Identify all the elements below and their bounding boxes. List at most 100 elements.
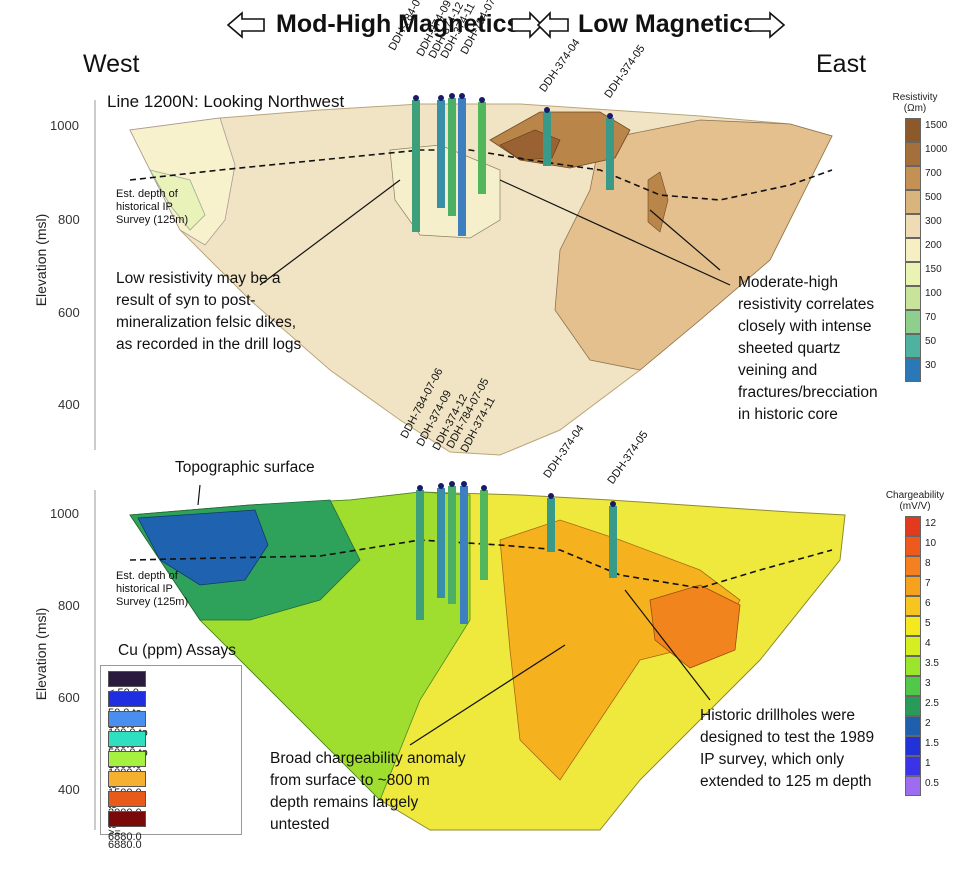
legend-tick-label: 1 [925,758,931,769]
legend-swatch [905,616,921,636]
header-right-label: Low Magnetics [578,10,758,38]
chargeability-section [129,491,846,831]
legend-swatch [905,358,921,382]
legend-tick-label: 3.5 [925,658,939,669]
legend-tick-label: 300 [925,216,942,227]
top-annotation-right: Moderate-high resistivity correlates clo… [738,274,878,423]
legend-tick-label: 2.5 [925,698,939,709]
bottom-annotation-right: Historic drillholes were designed to tes… [700,707,875,790]
legend-swatch [905,118,921,142]
legend-tick-label: 10 [925,538,937,549]
bottom-y-tick: 800 [58,598,80,613]
double-arrow-icon [511,11,569,39]
legend-tick-label: 70 [925,312,937,323]
legend-swatch [905,676,921,696]
legend-tick-label: 1.5 [925,738,939,749]
legend-swatch [905,576,921,596]
legend-swatch [905,596,921,616]
chargeability-legend-title: Chargeability (mV/V) [885,490,945,512]
legend-tick-label: 500 [925,192,942,203]
bottom-y-tick: 400 [58,782,80,797]
bottom-annotation-left: Broad chargeability anomaly from surface… [270,750,466,833]
legend-swatch [905,262,921,286]
cu-legend-item: >= 6880.0 [108,811,152,851]
section-title: Line 1200N: Looking Northwest [107,92,345,111]
cu-swatch [108,671,146,687]
left-arrow-icon [226,11,265,39]
legend-tick-label: 700 [925,168,942,179]
top-depth-note: Est. depth of historical IP Survey (125m… [116,188,189,226]
legend-swatch [905,536,921,556]
cu-swatch [108,731,146,747]
bottom-y-axis-label: Elevation (msl) [33,607,49,701]
direction-west: West [83,50,140,78]
legend-swatch [905,334,921,358]
resistivity-east-zone [554,119,833,371]
right-arrow-icon [747,11,786,39]
legend-tick-label: 6 [925,598,931,609]
header-left-label: Mod-High Magnetics [276,10,521,38]
cu-legend-item: 500.0 to 1000.0 [108,731,152,771]
direction-east: East [816,50,867,78]
legend-swatch [905,142,921,166]
chargeability-blue [137,509,269,586]
legend-swatch [905,656,921,676]
top-annotation-left: Low resistivity may be a result of syn t… [116,270,302,353]
resistivity-green-zone [149,169,206,231]
legend-swatch [905,166,921,190]
legend-tick-label: 8 [925,558,931,569]
legend-tick-label: 1500 [925,120,948,131]
chargeability-peak [649,584,741,669]
legend-tick-label: 3 [925,678,931,689]
leader-lines [197,179,731,746]
legend-swatch [905,516,921,536]
depth-line-top [129,149,833,201]
cu-legend-item: 100.0 to 500.0 [108,711,152,751]
topo-label: Topographic surface [175,459,315,476]
legend-tick-label: 100 [925,288,942,299]
cu-swatch [108,691,146,707]
legend-tick-label: 30 [925,360,937,371]
legend-swatch [905,636,921,656]
cu-swatch [108,751,146,767]
legend-swatch [905,310,921,334]
legend-tick-label: 50 [925,336,937,347]
depth-line-bottom [129,539,833,589]
cu-legend-item: < 50.0 [108,671,152,699]
top-y-tick: 800 [58,212,80,227]
legend-tick-label: 0.5 [925,778,939,789]
legend-tick-label: 7 [925,578,931,589]
bottom-y-tick: 600 [58,690,80,705]
top-y-tick: 600 [58,305,80,320]
resistivity-lens [647,171,669,233]
cu-swatch [108,811,146,827]
top-y-tick: 1000 [50,118,79,133]
legend-tick-label: 12 [925,518,937,529]
cu-label: >= 6880.0 [108,827,142,851]
top-y-axis-label: Elevation (msl) [33,213,49,307]
cu-legend-title: Cu (ppm) Assays [118,642,237,659]
legend-swatch [905,556,921,576]
legend-tick-label: 200 [925,240,942,251]
top-y-tick: 400 [58,397,80,412]
bottom-depth-note: Est. depth of historical IP Survey (125m… [116,570,189,608]
legend-swatch [905,190,921,214]
resistivity-section [129,103,833,456]
cu-swatch [108,771,146,787]
legend-swatch [905,736,921,756]
legend-swatch [905,238,921,262]
legend-tick-label: 2 [925,718,931,729]
legend-tick-label: 5 [925,618,931,629]
legend-swatch [905,756,921,776]
resistivity-legend-title: Resistivity (Ωm) [892,92,938,114]
legend-swatch [905,716,921,736]
drillholes-top [412,93,614,236]
legend-tick-label: 4 [925,638,931,649]
bottom-y-tick: 1000 [50,506,79,521]
cu-legend-item: 1500.0 to 2000.0 [108,771,152,823]
legend-swatch [905,776,921,796]
legend-swatch [905,696,921,716]
cu-legend-item: 50.0 to 100.0 [108,691,152,731]
